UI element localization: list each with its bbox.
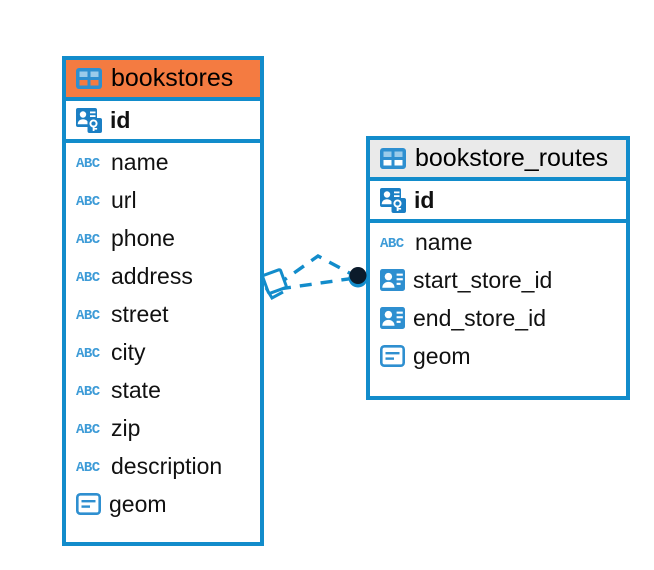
field-row-start-store-id[interactable]: start_store_id	[370, 261, 626, 299]
entity-bookstores-header[interactable]: bookstores	[66, 60, 260, 98]
field-row-bookstores-id[interactable]: id	[66, 101, 260, 139]
filled-circle-endpoint[interactable]	[348, 267, 368, 288]
field-label: state	[111, 376, 161, 403]
field-row-street[interactable]: ABC street	[66, 295, 260, 333]
field-row-zip[interactable]: ABC zip	[66, 409, 260, 447]
field-row-phone[interactable]: ABC phone	[66, 219, 260, 257]
field-row-state[interactable]: ABC state	[66, 371, 260, 409]
field-label: address	[111, 262, 193, 289]
field-label: start_store_id	[413, 266, 553, 293]
field-row-geom[interactable]: geom	[370, 337, 626, 375]
entity-bookstore-routes-title: bookstore_routes	[415, 144, 609, 172]
field-label: geom	[109, 490, 167, 517]
svg-text:ABC: ABC	[76, 232, 101, 246]
foreign-key-icon	[380, 269, 405, 292]
primary-key-divider	[66, 139, 260, 144]
field-label: name	[415, 228, 473, 255]
entity-bookstores[interactable]: bookstores id ABC nam	[62, 56, 264, 546]
relationship-line-upper	[276, 254, 356, 287]
svg-text:ABC: ABC	[76, 346, 101, 360]
entity-bookstore-routes-header[interactable]: bookstore_routes	[370, 140, 626, 178]
primary-key-icon	[76, 107, 102, 133]
field-label: geom	[413, 342, 471, 369]
field-row-description[interactable]: ABC description	[66, 447, 260, 485]
abc-text-icon: ABC	[76, 460, 101, 474]
abc-text-icon: ABC	[76, 384, 101, 398]
table-icon	[76, 67, 102, 89]
field-label: url	[111, 186, 137, 213]
field-label: street	[111, 300, 169, 327]
svg-text:ABC: ABC	[76, 156, 101, 170]
abc-text-icon: ABC	[76, 308, 101, 322]
primary-key-icon	[380, 187, 406, 213]
field-row-end-store-id[interactable]: end_store_id	[370, 299, 626, 337]
svg-text:ABC: ABC	[76, 422, 101, 436]
svg-text:ABC: ABC	[76, 384, 101, 398]
field-label: description	[111, 452, 223, 479]
relationship-line-lower	[278, 276, 356, 291]
svg-text:ABC: ABC	[76, 270, 101, 284]
field-row-address[interactable]: ABC address	[66, 257, 260, 295]
abc-text-icon: ABC	[76, 422, 101, 436]
diamond-pointer-endpoint[interactable]	[261, 268, 288, 301]
abc-text-icon: ABC	[76, 232, 101, 246]
field-label: city	[111, 338, 146, 365]
primary-key-divider	[370, 219, 626, 224]
field-label: zip	[111, 414, 141, 441]
field-label: id	[414, 186, 435, 213]
geometry-icon	[380, 345, 405, 368]
abc-text-icon: ABC	[76, 270, 101, 284]
abc-text-icon: ABC	[76, 346, 101, 360]
field-label: id	[110, 106, 131, 133]
svg-text:ABC: ABC	[76, 460, 101, 474]
table-icon	[380, 147, 406, 169]
field-row-url[interactable]: ABC url	[66, 181, 260, 219]
svg-text:ABC: ABC	[380, 236, 405, 250]
entity-bookstores-fields: ABC name ABC url ABC phone ABC	[66, 143, 260, 523]
foreign-key-icon	[380, 307, 405, 330]
geometry-icon	[76, 493, 101, 516]
abc-text-icon: ABC	[380, 236, 405, 250]
field-label: end_store_id	[413, 304, 546, 331]
field-row-bookstore-routes-id[interactable]: id	[370, 181, 626, 219]
field-row-name[interactable]: ABC name	[66, 143, 260, 181]
field-label: phone	[111, 224, 175, 251]
field-row-geom[interactable]: geom	[66, 485, 260, 523]
abc-text-icon: ABC	[76, 156, 101, 170]
entity-bookstores-title: bookstores	[111, 64, 234, 92]
entity-bookstore-routes-fields: ABC name start_store_id	[370, 223, 626, 375]
svg-text:ABC: ABC	[76, 194, 101, 208]
field-label: name	[111, 148, 169, 175]
header-divider	[66, 97, 260, 102]
svg-text:ABC: ABC	[76, 308, 101, 322]
abc-text-icon: ABC	[76, 194, 101, 208]
field-row-name[interactable]: ABC name	[370, 223, 626, 261]
header-divider	[370, 177, 626, 182]
entity-bookstore-routes[interactable]: bookstore_routes id ABC	[366, 136, 630, 400]
field-row-city[interactable]: ABC city	[66, 333, 260, 371]
